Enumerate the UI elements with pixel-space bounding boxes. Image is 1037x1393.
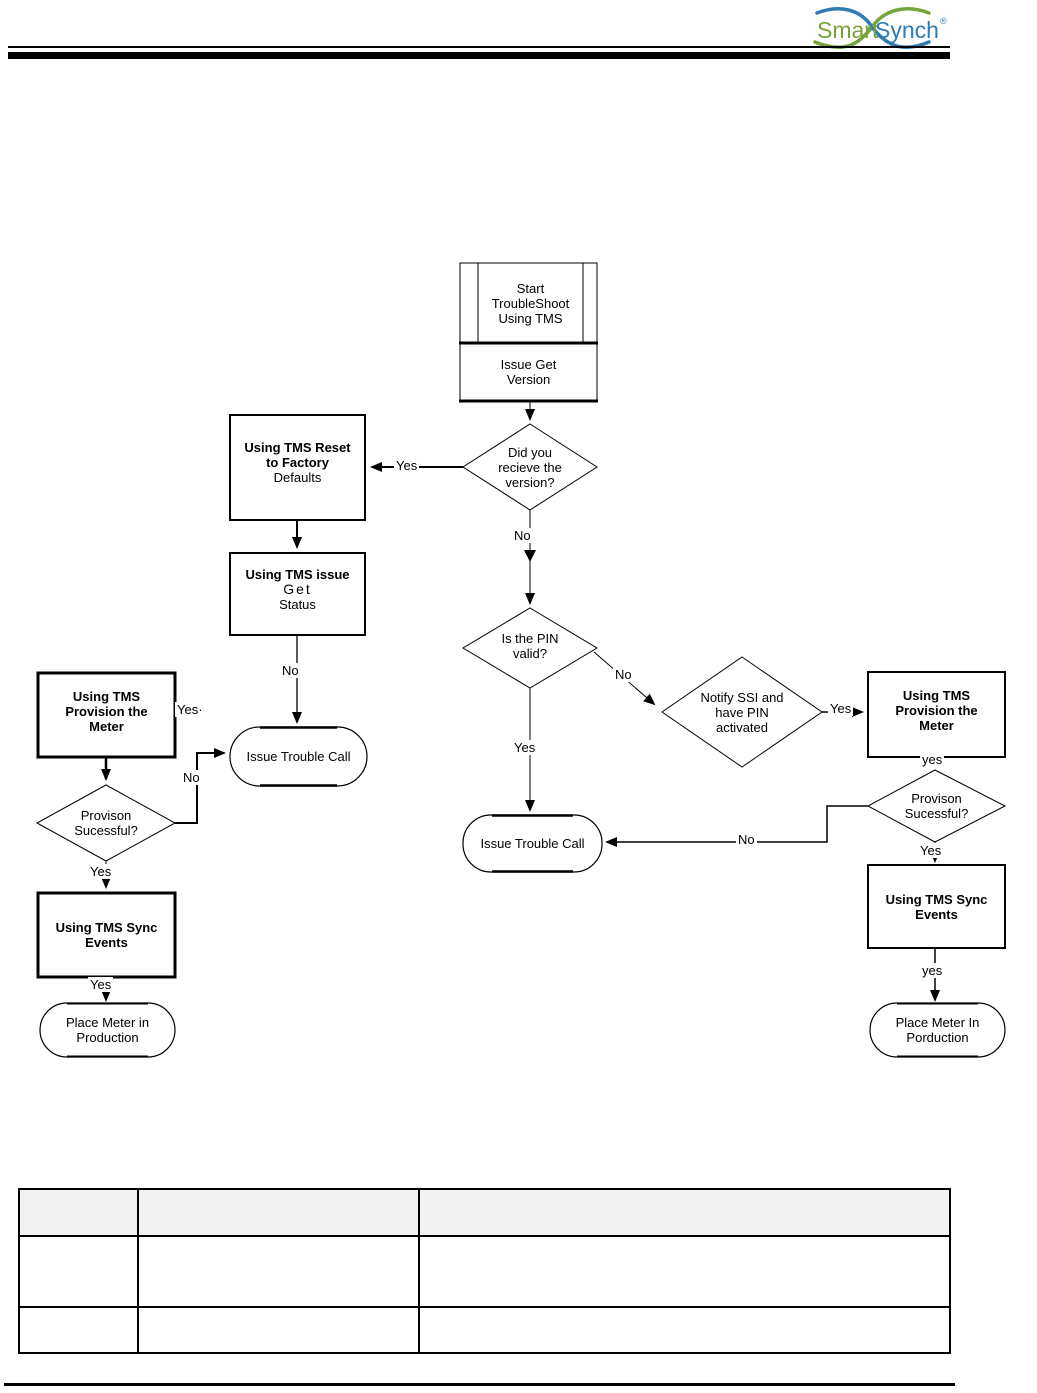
footer-rule (4, 1383, 955, 1386)
table-cell (18, 1188, 139, 1237)
provision-meter-left-label: Using TMS Provision the Meter (65, 688, 148, 734)
table-cell (137, 1306, 420, 1354)
logo-registered-mark: ® (940, 16, 947, 26)
edge-label-version-yes: Yes (394, 458, 420, 473)
provision-meter-right-node (867, 671, 1006, 758)
trouble-call-left-label: Issue Trouble Call (246, 749, 351, 764)
sync-events-right-label: Using TMS Sync Events (885, 892, 988, 922)
header-thin-rule (8, 46, 950, 48)
get-status-node (229, 552, 366, 636)
edge-label-provision-right-yes: yes (920, 752, 945, 767)
table-cell (418, 1306, 951, 1354)
header-thick-rule (8, 52, 950, 59)
table-cell (18, 1235, 139, 1308)
table-cell (418, 1188, 951, 1237)
trouble-call-center-label: Issue Trouble Call (480, 836, 585, 851)
edge-label-version-no: No (512, 528, 533, 543)
logo-text-smart: Smart (817, 17, 879, 43)
version-decision-label: Did you recieve the version? (498, 444, 562, 490)
provision-meter-right-label: Using TMS Provision the Meter (895, 687, 978, 733)
trouble-call-left-node (229, 726, 368, 787)
edge-label-qprovision-right-no: No (736, 832, 757, 847)
table-cell (418, 1235, 951, 1308)
place-meter-left-label: Place Meter in Production (65, 1015, 150, 1045)
edge-label-sync-right-yes: yes (920, 963, 945, 978)
get-version-label: Issue Get Version (500, 357, 557, 387)
table-cell (137, 1235, 420, 1308)
sync-events-right-node (867, 864, 1006, 949)
sync-events-left-label: Using TMS Sync Events (55, 920, 158, 950)
edge-label-provision-left-yes: Yes· (175, 702, 205, 717)
provision-successful-left-label: Provison Sucessful? (74, 808, 138, 838)
pin-valid-label: Is the PIN valid? (501, 631, 559, 661)
place-meter-left-node (39, 1002, 176, 1058)
edge-label-pin-yes: Yes (512, 740, 538, 755)
connector-provision-left-no (175, 748, 226, 824)
edge-label-qprovision-left-yes: Yes (88, 864, 114, 879)
provision-successful-right-label: Provison Sucessful? (904, 791, 969, 821)
notify-ssi-label: Notify SSI and have PIN activated (700, 689, 784, 735)
start-node (459, 262, 598, 343)
mid-arrowhead (524, 550, 536, 562)
place-meter-right-node (869, 1002, 1006, 1058)
logo-text-synch: Synch (875, 17, 939, 43)
reset-node-label: Using TMS Reset to Factory Defaults (244, 439, 351, 485)
table-cell (18, 1306, 139, 1354)
table-row (18, 1235, 951, 1308)
start-node-label: Start TroubleShoot Using TMS (491, 280, 570, 326)
provision-meter-left-node (36, 671, 177, 759)
edge-label-qprovision-left-no: No (181, 770, 202, 785)
report-table (18, 1188, 951, 1354)
table-row (18, 1306, 951, 1354)
table-cell (137, 1188, 420, 1237)
edge-label-sync-left-yes: Yes (88, 977, 114, 992)
notify-ssi-decision (661, 656, 823, 768)
place-meter-right-label: Place Meter In Porduction (895, 1015, 980, 1045)
get-version-node (459, 341, 598, 403)
edge-label-pin-no: No (613, 667, 634, 682)
trouble-call-center-node (462, 814, 603, 873)
edge-label-notify-yes: Yes (828, 701, 854, 716)
get-status-label: Using TMS issue Get Status (245, 566, 350, 612)
edge-label-qprovision-right-yes: Yes (918, 843, 944, 858)
connector-provision-right-no (605, 805, 868, 847)
edge-label-status-no: No (280, 663, 301, 678)
table-header-row (18, 1188, 951, 1237)
